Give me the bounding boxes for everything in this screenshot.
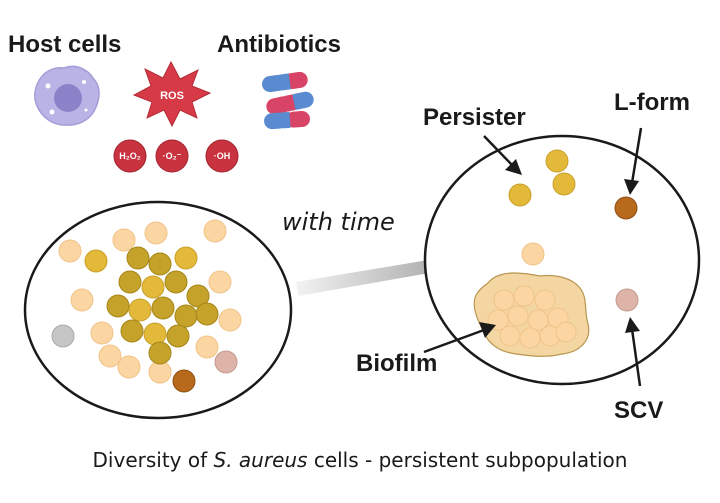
l-form-pointer-arrow — [624, 127, 643, 195]
superoxide-molecule-icon: ·O₂⁻ — [155, 139, 189, 173]
host-cell-icon — [34, 65, 100, 126]
persister-cells — [508, 149, 576, 207]
caption-suffix: cells - persistent subpopulation — [307, 448, 628, 472]
ros-burst-icon: ROS — [132, 60, 212, 128]
with-time-arrow — [296, 238, 474, 296]
scv-label: SCV — [614, 397, 663, 424]
biofilm-structure — [473, 272, 590, 357]
l-form-label: L-form — [614, 89, 690, 116]
host-cells-label: Host cells — [8, 31, 121, 58]
persister-pointer-arrow — [483, 135, 522, 175]
scv-cell — [615, 288, 639, 312]
hydroxyl-molecule-icon: ·OH — [205, 139, 239, 173]
persister-label: Persister — [423, 104, 526, 131]
l-form-cell — [614, 196, 638, 220]
superoxide-label: ·O₂⁻ — [163, 151, 182, 161]
initial-population-cells — [51, 219, 242, 393]
antibiotic-capsules-icon — [262, 71, 314, 130]
dormant-cell — [521, 242, 545, 266]
biofilm-label: Biofilm — [356, 350, 437, 377]
figure-caption: Diversity of S. aureus cells - persisten… — [0, 448, 720, 472]
caption-prefix: Diversity of — [92, 448, 214, 472]
scv-pointer-arrow — [625, 317, 642, 387]
ros-label: ROS — [160, 90, 184, 102]
h2o2-label: H₂O₂ — [119, 151, 141, 161]
with-time-label: with time — [282, 208, 395, 236]
hydroxyl-label: ·OH — [214, 151, 231, 161]
biofilm-pointer-arrow — [423, 322, 496, 354]
h2o2-molecule-icon: H₂O₂ — [113, 139, 147, 173]
caption-species: S. aureus — [213, 448, 308, 472]
antibiotics-label: Antibiotics — [217, 31, 341, 58]
